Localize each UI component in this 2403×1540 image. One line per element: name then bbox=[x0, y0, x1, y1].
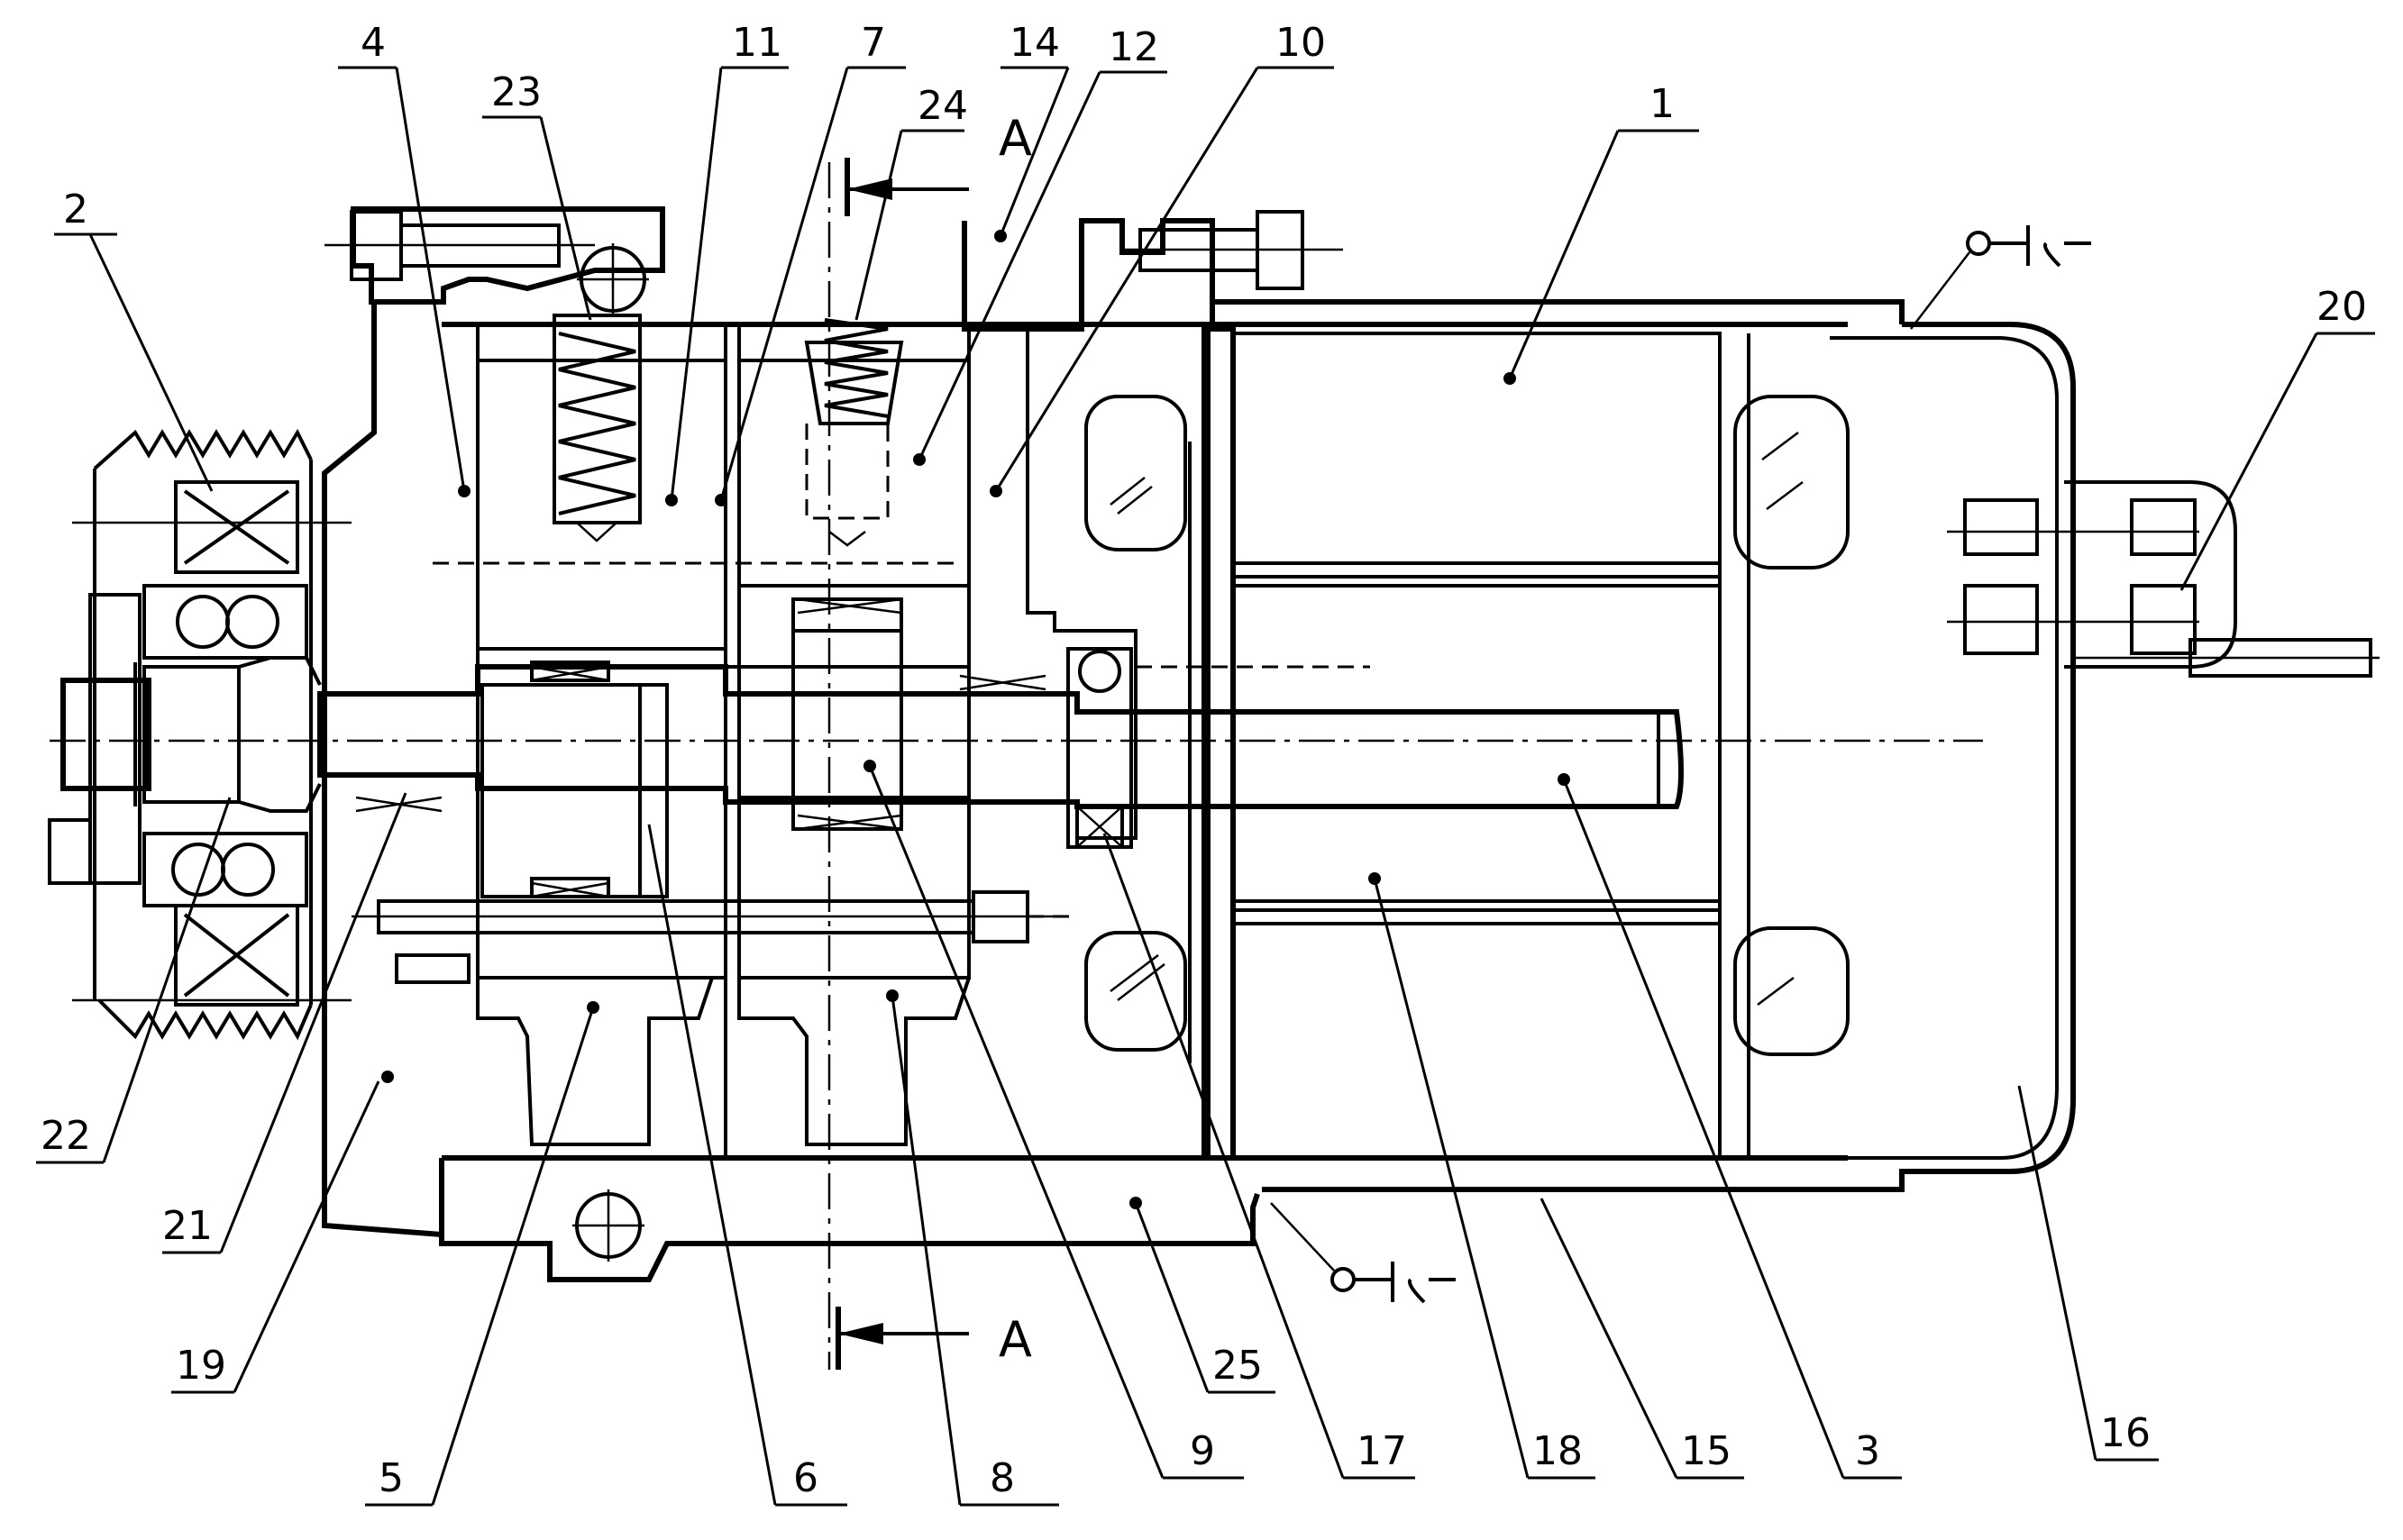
callouts: 1 2 3 4 5 bbox=[36, 20, 2375, 1507]
callout-label-22: 22 bbox=[41, 1113, 91, 1159]
callout-1: 1 bbox=[1503, 81, 1699, 385]
callout-label-21: 21 bbox=[162, 1203, 213, 1249]
mount-holes bbox=[572, 243, 649, 1262]
callout-label-2: 2 bbox=[63, 187, 88, 232]
callout-4: 4 bbox=[338, 20, 471, 497]
callout-label-18: 18 bbox=[1532, 1428, 1583, 1474]
callout-label-3: 3 bbox=[1855, 1428, 1880, 1474]
callout-label-9: 9 bbox=[1190, 1428, 1215, 1474]
callout-label-14: 14 bbox=[1010, 20, 1060, 66]
clutch-assembly bbox=[48, 428, 352, 1041]
terminal-symbols bbox=[1270, 225, 2091, 1304]
callout-9: 9 bbox=[863, 760, 1244, 1480]
callout-label-25: 25 bbox=[1212, 1343, 1263, 1389]
callout-7: 7 bbox=[715, 20, 906, 506]
callout-label-19: 19 bbox=[176, 1343, 226, 1389]
callout-label-6: 6 bbox=[793, 1455, 818, 1501]
housing-outline bbox=[322, 206, 2237, 1282]
internal-chambers bbox=[476, 323, 1850, 1161]
spring-24 bbox=[804, 318, 904, 547]
callout-20: 20 bbox=[2179, 284, 2375, 591]
callout-label-24: 24 bbox=[918, 83, 968, 129]
callout-24: 24 bbox=[854, 83, 968, 321]
callout-12: 12 bbox=[913, 24, 1167, 466]
callout-3: 3 bbox=[1558, 773, 1902, 1480]
callout-label-12: 12 bbox=[1109, 24, 1159, 70]
section-a-top: A bbox=[845, 110, 1032, 216]
section-a-bottom: A bbox=[836, 1307, 1032, 1370]
callout-5: 5 bbox=[365, 1001, 599, 1507]
callout-10: 10 bbox=[990, 20, 1334, 497]
callout-label-1: 1 bbox=[1649, 81, 1675, 127]
callout-19: 19 bbox=[171, 1071, 394, 1394]
section-a-top-label: A bbox=[999, 110, 1032, 167]
callout-label-11: 11 bbox=[732, 20, 782, 66]
callout-17: 17 bbox=[1102, 833, 1415, 1480]
callout-8: 8 bbox=[886, 989, 1059, 1507]
section-a-bottom-label: A bbox=[999, 1311, 1032, 1368]
callout-label-8: 8 bbox=[990, 1455, 1015, 1501]
callout-18: 18 bbox=[1368, 872, 1595, 1480]
callout-22: 22 bbox=[36, 797, 232, 1164]
callout-label-16: 16 bbox=[2100, 1410, 2151, 1456]
callout-25: 25 bbox=[1129, 1197, 1275, 1394]
bolts bbox=[324, 210, 2380, 984]
bearing-marks bbox=[355, 597, 1046, 898]
callout-label-7: 7 bbox=[861, 20, 886, 66]
callout-label-4: 4 bbox=[361, 20, 386, 66]
callout-16: 16 bbox=[2017, 1085, 2159, 1462]
callout-label-10: 10 bbox=[1275, 20, 1326, 66]
callout-2: 2 bbox=[54, 187, 214, 492]
callout-label-5: 5 bbox=[379, 1455, 404, 1501]
callout-label-20: 20 bbox=[2316, 284, 2367, 330]
centerlines bbox=[50, 162, 1983, 1370]
spring-23 bbox=[553, 314, 642, 542]
callout-21: 21 bbox=[162, 792, 407, 1254]
callout-14: 14 bbox=[994, 20, 1070, 242]
main-shaft bbox=[317, 597, 1684, 898]
callout-label-17: 17 bbox=[1357, 1428, 1407, 1474]
callout-15: 15 bbox=[1540, 1198, 1744, 1480]
callout-23: 23 bbox=[482, 69, 592, 321]
callout-6: 6 bbox=[647, 824, 847, 1507]
callout-label-15: 15 bbox=[1681, 1428, 1731, 1474]
callout-11: 11 bbox=[665, 20, 789, 506]
callout-label-23: 23 bbox=[491, 69, 542, 115]
